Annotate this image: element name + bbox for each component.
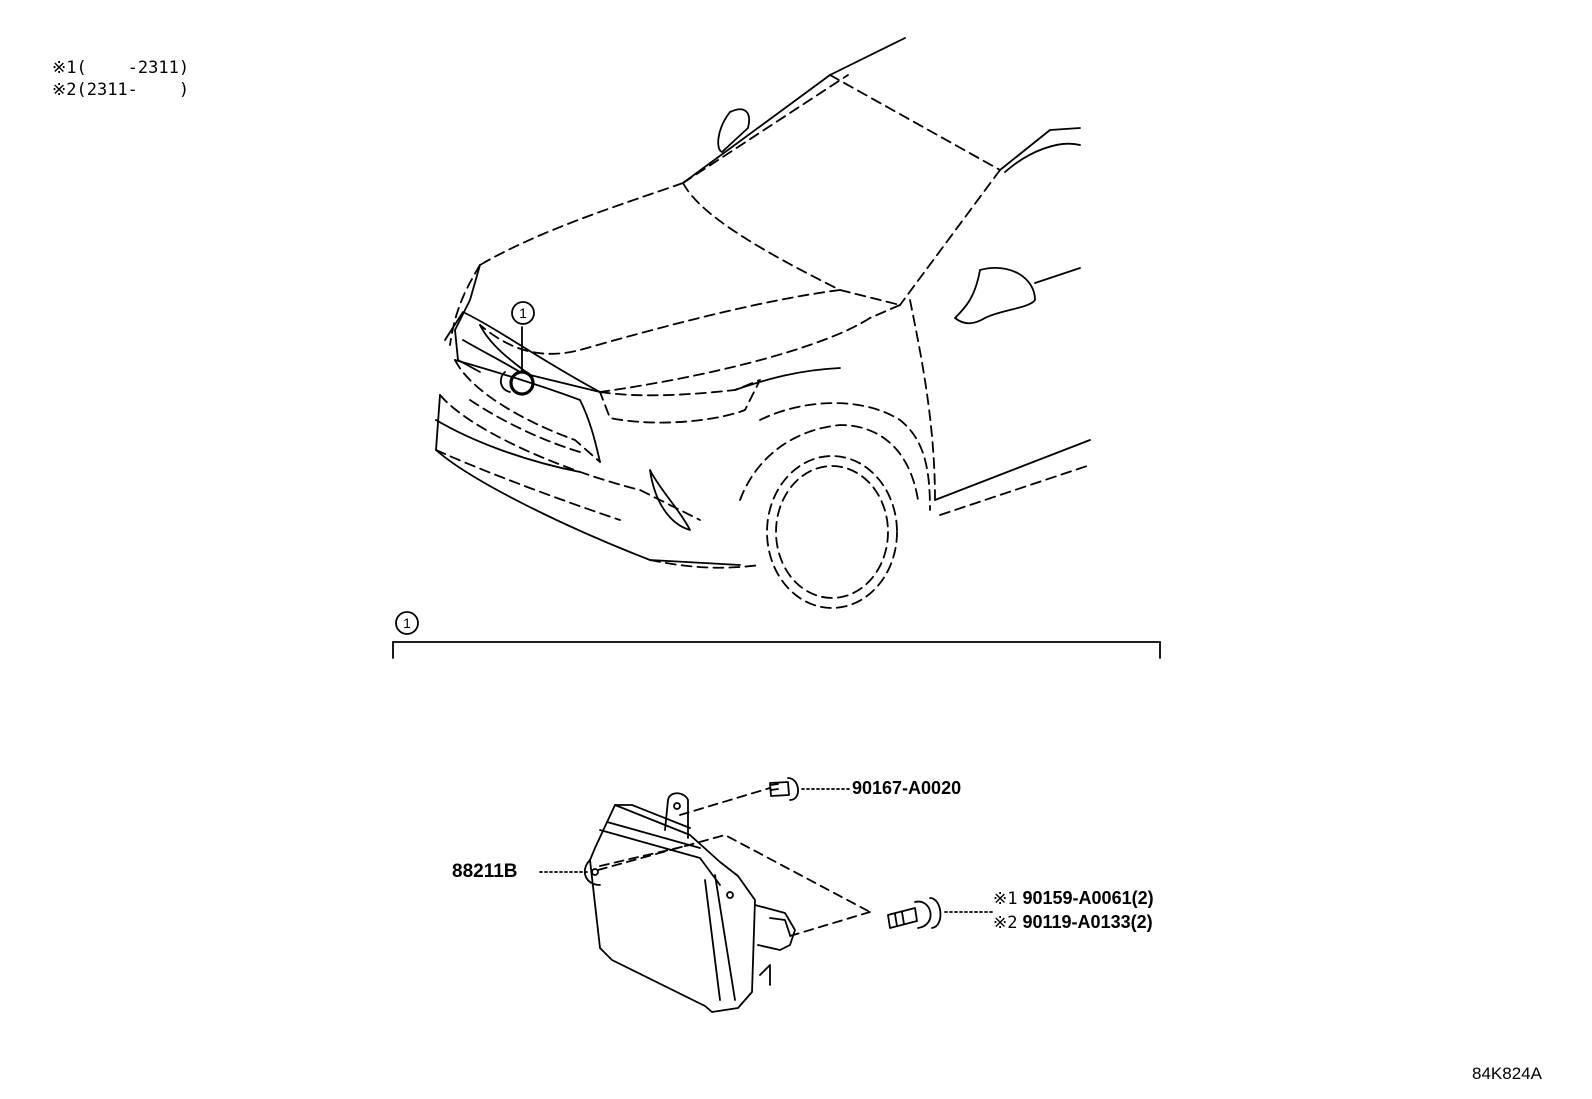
bolt-side — [887, 897, 994, 929]
radar-sensor-unit — [583, 787, 871, 1013]
note-1-text: ( -2311) — [76, 58, 190, 78]
note-1: ※1( -2311) — [52, 58, 189, 78]
note-1-mark: ※1 — [52, 58, 77, 78]
callout-number-bracket: 1 — [403, 615, 411, 631]
vehicle-outline — [435, 37, 1091, 609]
diagram-code: 84K824A — [1472, 1064, 1542, 1083]
callout-number-top: 1 — [519, 305, 527, 321]
part-label-bolt-side-2-number: 90119-A0133(2) — [1022, 912, 1153, 932]
callout-circle-bracket — [395, 611, 419, 635]
note-2: ※2(2311- ) — [52, 80, 189, 100]
scope-bracket — [392, 611, 1161, 659]
part-label-bolt-top[interactable]: 90167-A0020 — [852, 778, 962, 798]
part-label-bolt-side-1-mark: ※1 — [993, 889, 1018, 909]
note-2-text: (2311- ) — [76, 80, 190, 100]
part-label-bolt-side-2-mark: ※2 — [993, 913, 1018, 933]
bolt-top — [769, 777, 851, 801]
part-label-bolt-side-2[interactable]: ※2 90119-A0133(2) — [993, 912, 1153, 933]
note-2-mark: ※2 — [52, 80, 77, 100]
part-label-main-unit[interactable]: 88211B — [452, 861, 518, 882]
part-label-bolt-side-1-number: 90159-A0061(2) — [1022, 888, 1154, 908]
callout-circle-top — [511, 301, 535, 325]
part-label-bolt-side-1[interactable]: ※1 90159-A0061(2) — [993, 888, 1154, 909]
